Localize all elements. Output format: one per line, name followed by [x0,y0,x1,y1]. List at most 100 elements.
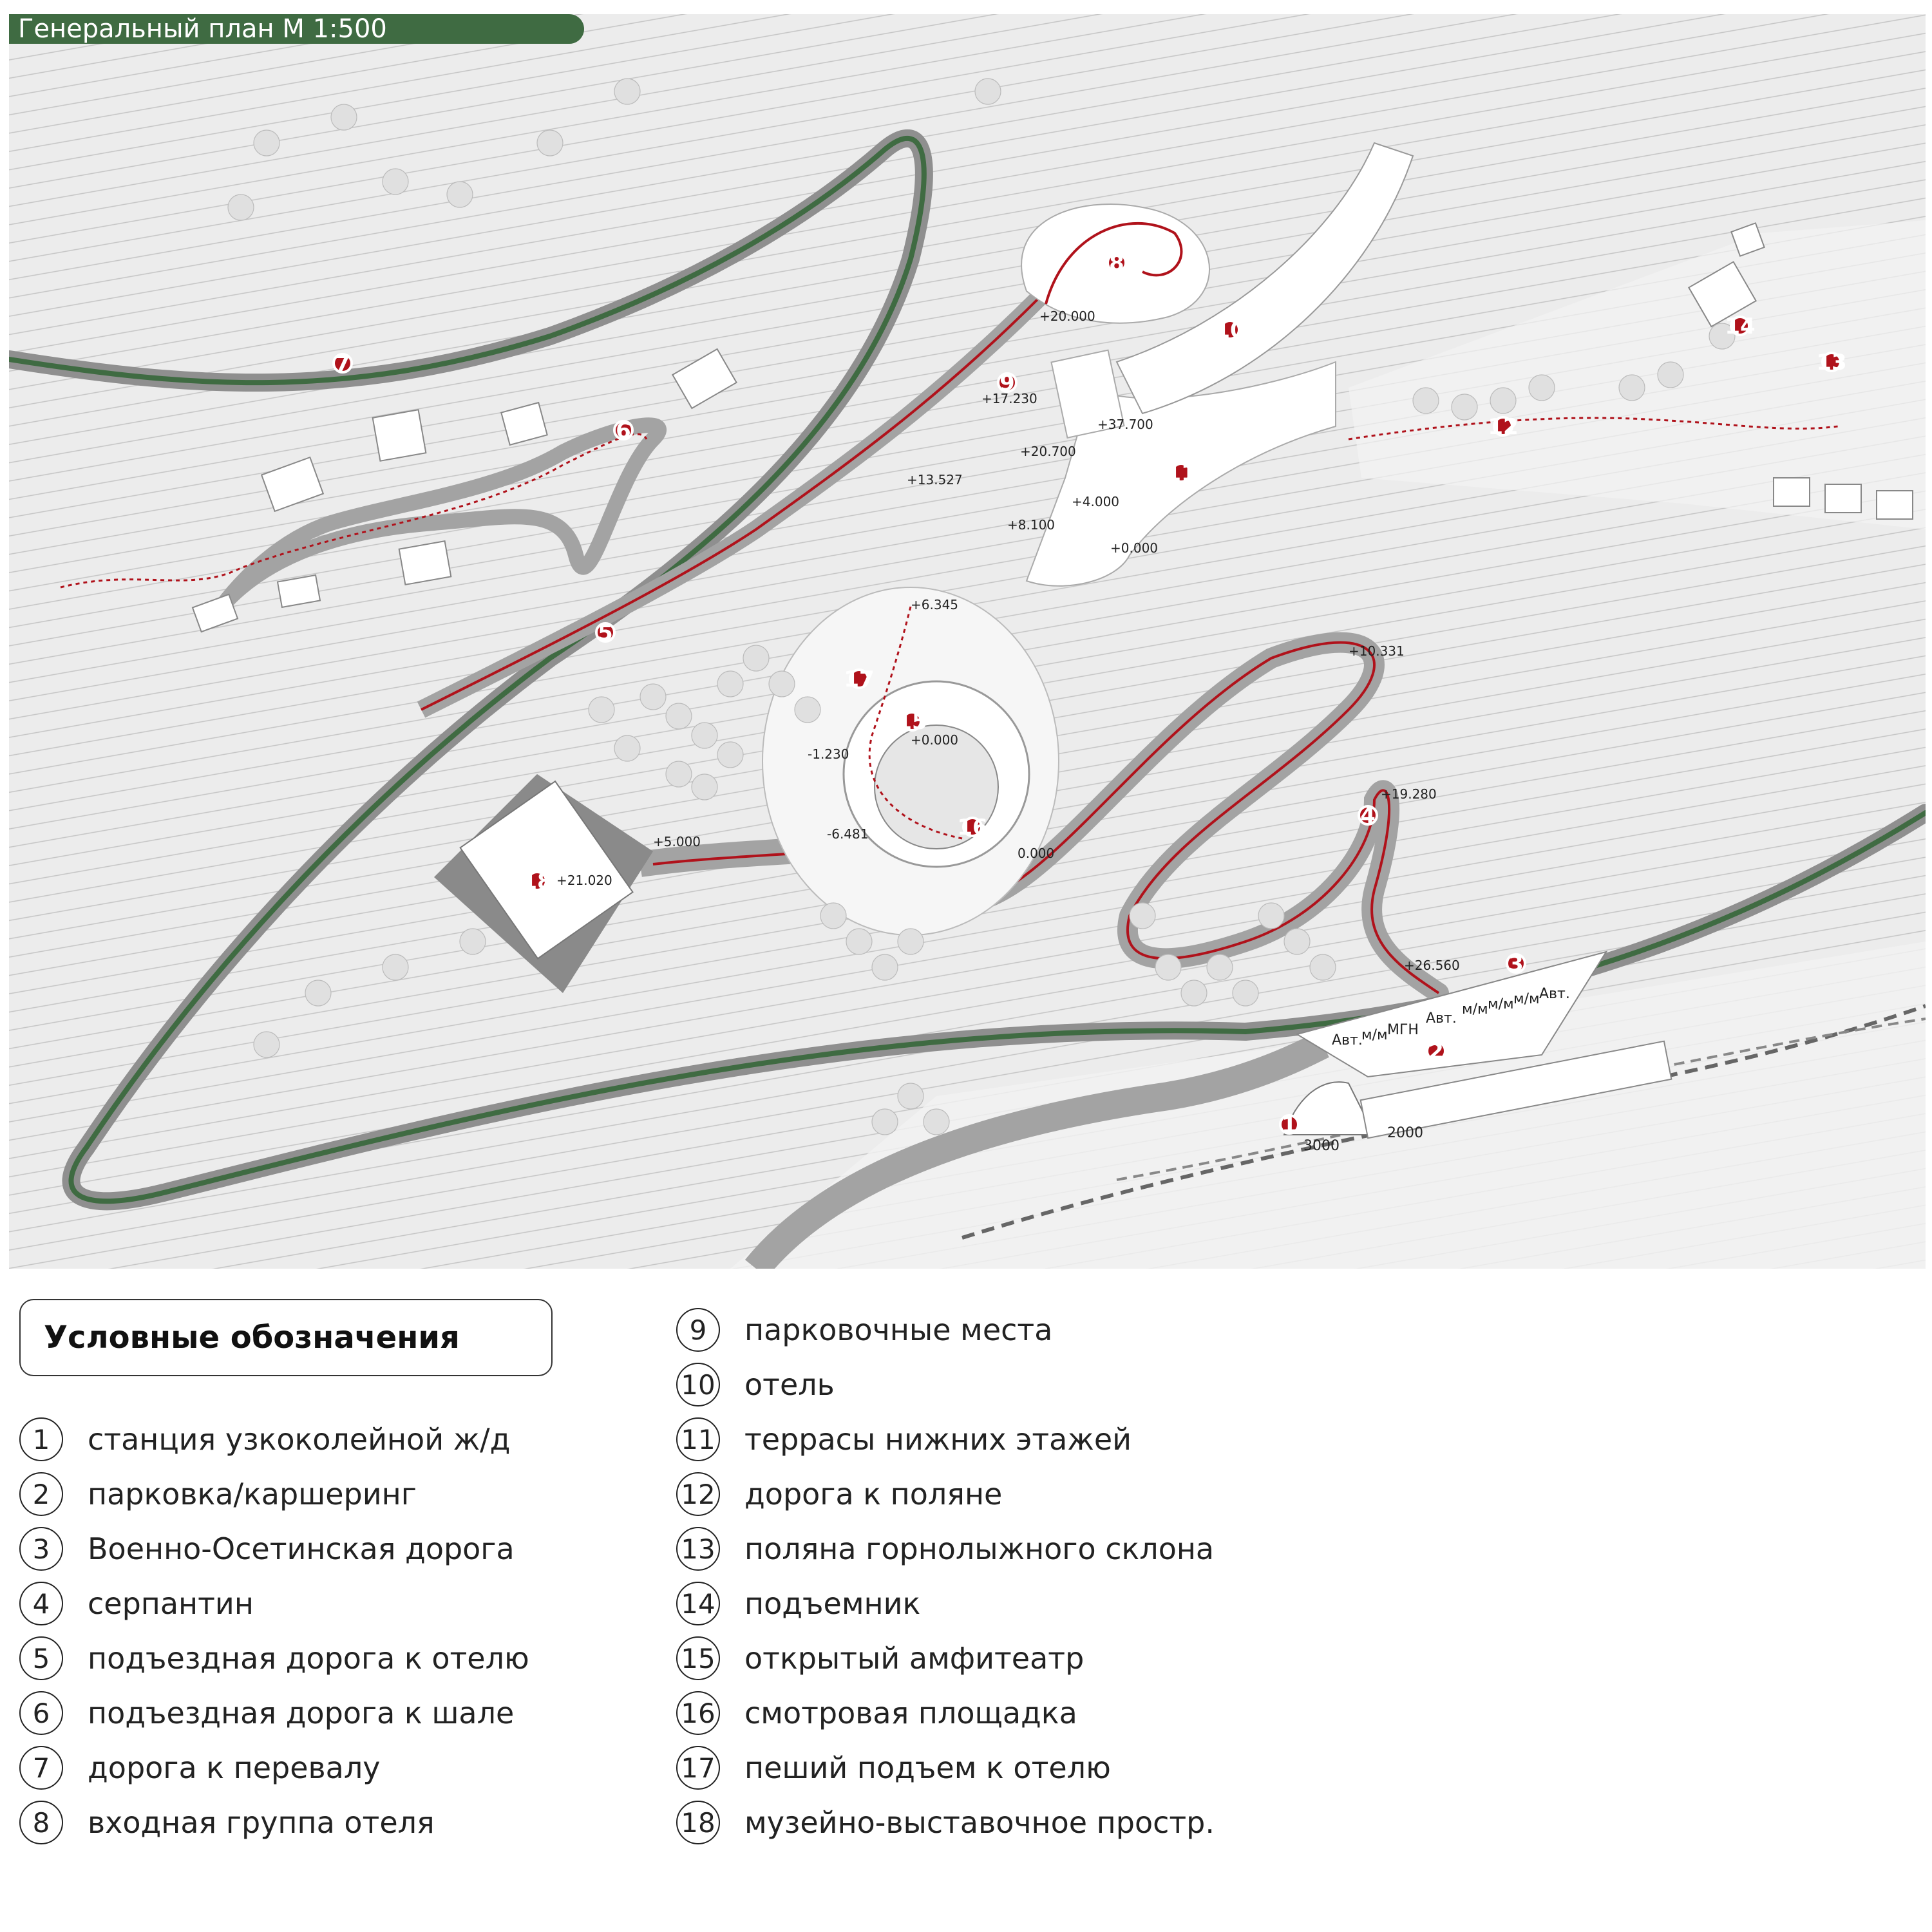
svg-text:11: 11 [1166,460,1196,486]
legend-item: 6 подъездная дорога к шале [19,1690,514,1736]
hotel-building [1115,142,1414,415]
marker-8[interactable]: 8 [1106,251,1127,276]
svg-text:14: 14 [1725,314,1755,339]
parking-label-1: Авт. [1332,1032,1363,1048]
marker-5[interactable]: 5 [595,620,616,646]
svg-text:9: 9 [999,370,1015,396]
legend-number: 11 [676,1417,720,1461]
elev-16: +10.331 [1349,643,1405,659]
elev-1: +20.000 [1039,308,1095,324]
legend-label: подъездная дорога к отелю [88,1641,529,1676]
legend-label: серпантин [88,1586,254,1621]
hotel-entry-route [1045,222,1183,305]
pass-road-center [9,135,1926,1204]
marker-1[interactable]: 1 [1279,1112,1300,1138]
legend-number: 16 [676,1691,720,1735]
marker-14[interactable]: 14 [1725,314,1755,339]
legend-number: 3 [19,1527,63,1571]
svg-text:13: 13 [1816,350,1846,375]
dimension-3000: 3000 [1303,1138,1340,1154]
legend-number: 15 [676,1636,720,1680]
elevation-labels: +20.000 +17.230 +37.700 +20.700 +13.527 … [556,308,1460,973]
svg-text:8: 8 [1109,251,1124,276]
marker-12[interactable]: 12 [1488,414,1518,440]
parking-label-6: м/м [1488,996,1514,1012]
legend-number: 13 [676,1527,720,1571]
svg-text:7: 7 [335,351,350,377]
legend-item: 13 поляна горнолыжного склона [676,1526,1214,1571]
marker-6[interactable]: 6 [613,418,634,444]
legend-label: парковка/каршеринг [88,1477,417,1511]
marker-4[interactable]: 4 [1358,803,1378,829]
elev-7: +8.100 [1007,517,1055,533]
marker-2[interactable]: 2 [1426,1039,1446,1065]
markers: 1 2 3 4 5 6 7 8 9 10 11 12 13 14 15 16 1… [332,251,1847,1138]
legend-number: 14 [676,1582,720,1625]
legend-number: 5 [19,1636,63,1680]
legend-label: дорога к перевалу [88,1750,381,1785]
meadow-route [1348,417,1839,440]
elev-18: +26.560 [1404,958,1460,973]
legend-number: 7 [19,1746,63,1790]
legend-item: 12 дорога к поляне [676,1472,1002,1517]
marker-3[interactable]: 3 [1506,951,1526,977]
site-plan-map[interactable]: +20.000 +17.230 +37.700 +20.700 +13.527 … [9,14,1926,1269]
parking-label-4: Авт. [1426,1010,1457,1027]
legend-label: дорога к поляне [744,1477,1003,1511]
marker-16[interactable]: 16 [957,815,987,840]
marker-11[interactable]: 11 [1166,460,1196,486]
plan-title: Генеральный план М 1:500 [9,14,584,44]
station-platform [1359,1040,1672,1139]
lift-stations [1687,222,1913,520]
legend-item: 11 террасы нижних этажей [676,1417,1132,1462]
svg-text:6: 6 [616,418,631,444]
legend-label: поляна горнолыжного склона [744,1531,1215,1566]
marker-17[interactable]: 17 [844,667,874,692]
parking-labels: Авт. м/м МГН Авт. м/м м/м м/м Авт. [1332,986,1570,1048]
legend-number: 10 [676,1363,720,1406]
legend-item: 7 дорога к перевалу [19,1745,380,1790]
marker-7[interactable]: 7 [332,351,353,377]
marker-13[interactable]: 13 [1816,350,1846,375]
marker-18[interactable]: 18 [522,869,552,895]
legend-number: 12 [676,1472,720,1516]
legend-number: 6 [19,1691,63,1735]
svg-text:5: 5 [598,620,613,646]
legend-number: 4 [19,1582,63,1625]
dimension-2000: 2000 [1387,1125,1423,1141]
legend-heading: Условные обозначения [19,1299,553,1376]
marker-10[interactable]: 10 [1215,317,1245,343]
legend-number: 18 [676,1801,720,1844]
trees [227,78,1736,1135]
chalet-route [60,433,648,589]
legend-label: пеший подъем к отелю [744,1750,1111,1785]
legend-label: подъездная дорога к шале [88,1696,515,1730]
elev-2: +17.230 [981,391,1037,406]
svg-text:3: 3 [1508,951,1524,977]
elev-17: +19.280 [1381,786,1437,802]
parking-label-8: Авт. [1539,986,1570,1002]
marker-15[interactable]: 15 [896,709,927,735]
parking-label-7: м/м [1513,991,1540,1007]
serpentine-route [961,641,1440,994]
elev-14: +21.020 [556,873,612,888]
hotel-parking [1050,349,1125,439]
amphitheatre-inner [874,724,999,849]
elev-12: -6.481 [827,826,868,842]
elev-3: +37.700 [1097,417,1153,432]
legend-number: 2 [19,1472,63,1516]
svg-text:4: 4 [1360,803,1376,829]
svg-text:17: 17 [844,667,874,692]
svg-text:1: 1 [1282,1112,1297,1138]
elev-8: +0.000 [1110,540,1158,556]
legend-number: 9 [676,1308,720,1352]
marker-9[interactable]: 9 [997,370,1018,396]
legend-label: террасы нижних этажей [744,1422,1132,1457]
legend-label: смотровая площадка [744,1696,1077,1730]
